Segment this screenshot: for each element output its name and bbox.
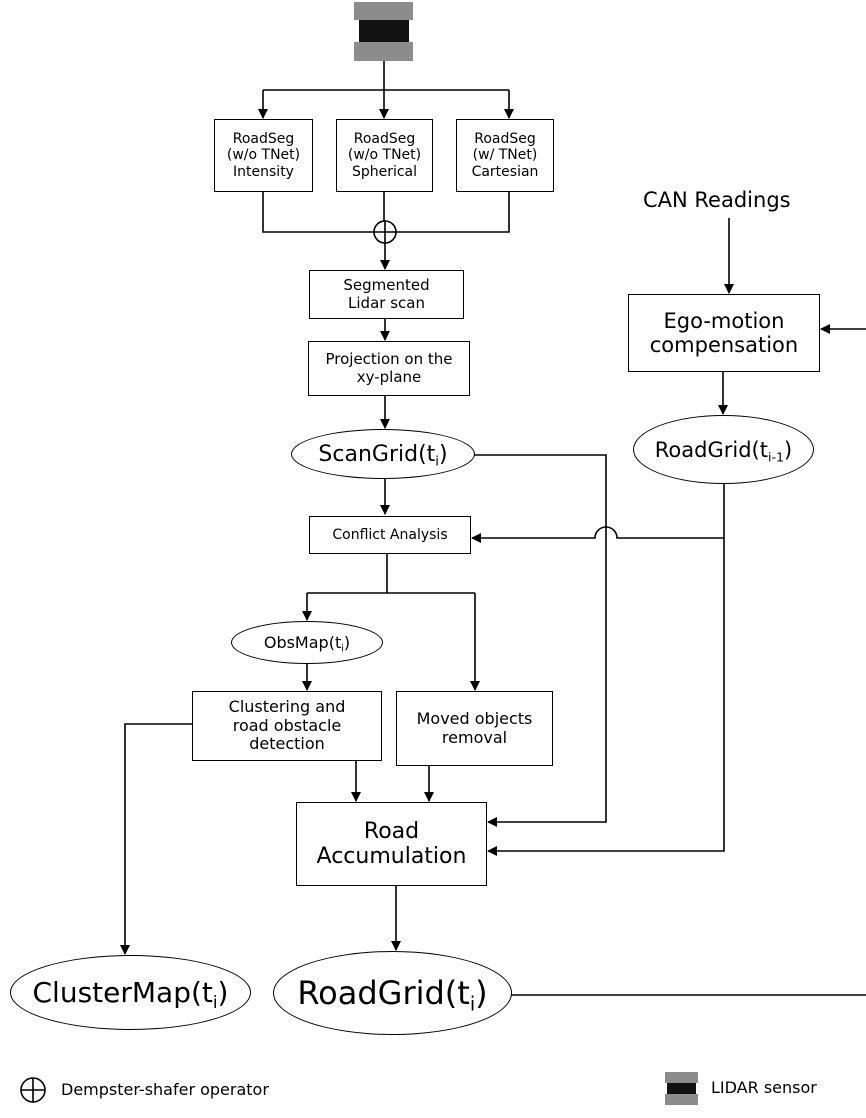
roadgrid-label: RoadGrid(ti) (297, 974, 488, 1016)
clustering-line-1: Clustering and (228, 697, 346, 717)
edge-roadseg-merge (262, 192, 510, 233)
road-accumulation-line-1: Road (363, 818, 420, 844)
clustermap-label: ClusterMap(ti) (32, 976, 229, 1012)
roadseg-spherical-line-3: Spherical (351, 163, 418, 180)
scangrid-ellipse: ScanGrid(ti) (291, 429, 475, 479)
clustering-line-2: road obstacle (232, 715, 342, 735)
projection-line-1: Projection on the (325, 350, 453, 369)
projection-box: Projection on the xy-plane (308, 341, 470, 396)
legend-lidar-sensor-label: LIDAR sensor (711, 1078, 817, 1097)
segmented-scan-line-1: Segmented (343, 276, 430, 295)
moved-objects-line-1: Moved objects (416, 709, 533, 729)
roadseg-intensity-line-2: (w/o TNet) (226, 147, 301, 164)
segmented-lidar-scan-box: Segmented Lidar scan (309, 270, 464, 319)
roadseg-intensity-box: RoadSeg (w/o TNet) Intensity (214, 119, 313, 192)
edge-conflict-split (307, 553, 475, 594)
obsmap-label: ObsMap(ti) (263, 633, 351, 655)
clustermap-ellipse: ClusterMap(ti) (10, 955, 251, 1030)
roadseg-cartesian-line-2: (w/ TNet) (472, 147, 538, 164)
conflict-analysis-box: Conflict Analysis (309, 516, 471, 554)
legend-dempster-shafer-label: Dempster-shafer operator (61, 1080, 269, 1099)
legend-lidar-sensor-icon (665, 1072, 698, 1105)
roadseg-spherical-box: RoadSeg (w/o TNet) Spherical (336, 119, 433, 192)
clustering-line-3: detection (249, 734, 325, 754)
roadseg-spherical-line-2: (w/o TNet) (347, 147, 422, 164)
lidar-sensor-icon (354, 2, 413, 61)
ego-motion-line-1: Ego-motion (663, 308, 785, 333)
roadseg-spherical-line-1: RoadSeg (353, 131, 416, 148)
edge-scangrid-to-accumulation (474, 454, 607, 827)
roadgrid-prev-ellipse: RoadGrid(ti-1) (633, 415, 814, 484)
scangrid-label: ScanGrid(ti) (318, 441, 448, 470)
edge-roadgrid-prev-to-conflict (471, 526, 724, 543)
dempster-shafer-operator-icon (373, 220, 397, 244)
road-accumulation-line-2: Accumulation (316, 844, 467, 869)
roadseg-cartesian-line-1: RoadSeg (474, 131, 536, 148)
can-readings-label: CAN Readings (643, 188, 791, 212)
ego-motion-box: Ego-motion compensation (628, 294, 820, 372)
roadseg-cartesian-box: RoadSeg (w/ TNet) Cartesian (456, 119, 554, 192)
projection-line-2: xy-plane (356, 367, 422, 386)
edge-clustering-to-clustermap (120, 723, 192, 955)
edge-sensor-split (263, 61, 509, 91)
moved-objects-box: Moved objects removal (396, 691, 553, 766)
road-accumulation-box: Road Accumulation (296, 802, 487, 886)
roadseg-intensity-line-1: RoadSeg (232, 131, 295, 148)
roadseg-cartesian-line-3: Cartesian (471, 163, 539, 180)
conflict-analysis-label: Conflict Analysis (332, 526, 448, 543)
clustering-box: Clustering and road obstacle detection (192, 691, 382, 761)
roadgrid-prev-label: RoadGrid(ti-1) (654, 437, 793, 464)
legend-dempster-shafer-icon (20, 1077, 46, 1103)
edge-roadgrid-prev-to-accumulation (487, 483, 725, 856)
segmented-scan-line-2: Lidar scan (348, 293, 425, 312)
roadgrid-ellipse: RoadGrid(ti) (273, 951, 512, 1035)
ego-motion-line-2: compensation (649, 333, 799, 357)
moved-objects-line-2: removal (441, 727, 508, 747)
obsmap-ellipse: ObsMap(ti) (231, 621, 383, 664)
roadseg-intensity-line-3: Intensity (233, 163, 294, 180)
